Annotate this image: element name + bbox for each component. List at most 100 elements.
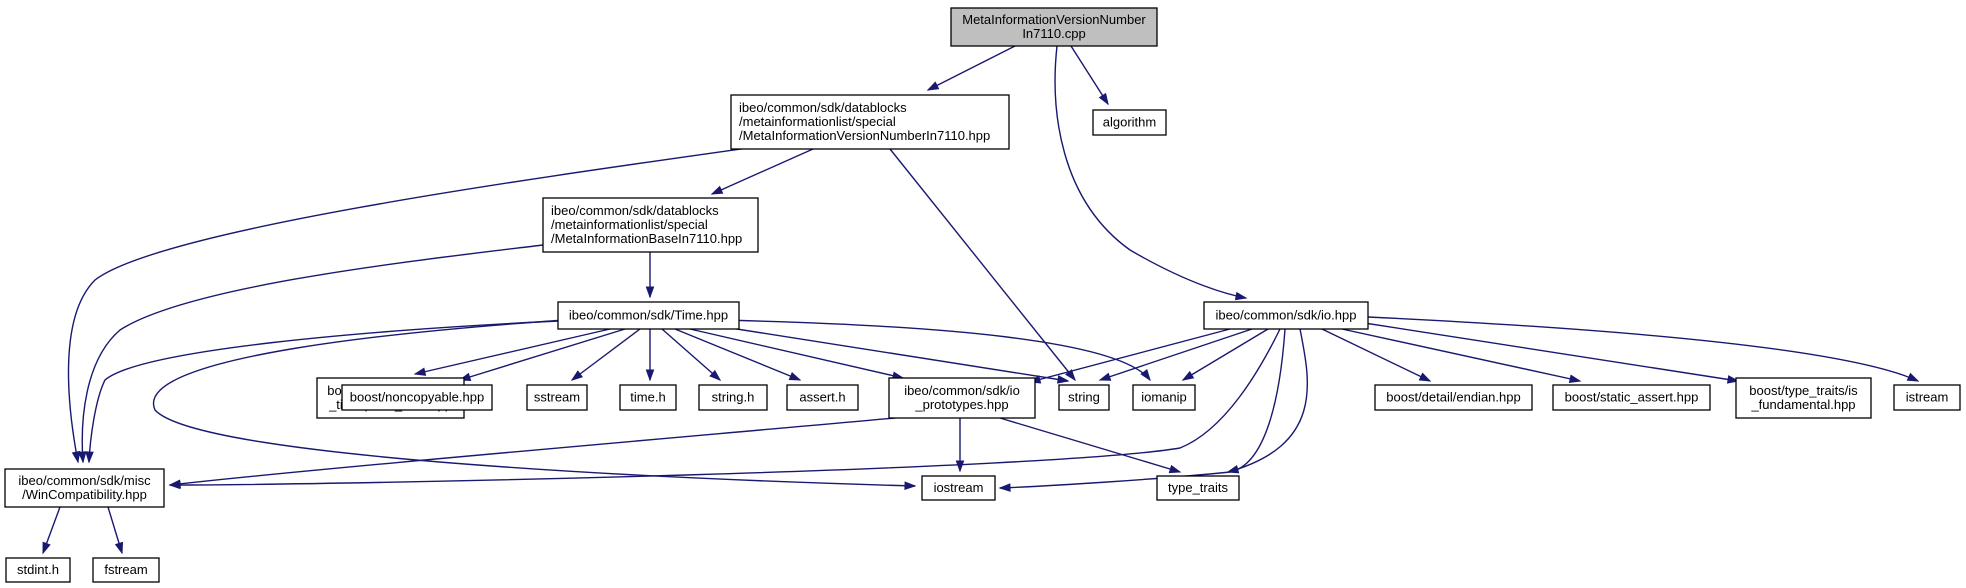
edge-arrowhead [645, 286, 655, 299]
edge-line [1029, 328, 1231, 383]
edge-arrowhead [1140, 369, 1151, 382]
edge-time_hpp-to-io_proto [689, 328, 905, 380]
edge-wincompat-to-stdint [42, 506, 61, 555]
edge-line [661, 328, 721, 381]
node-label-line: ibeo/common/sdk/io [904, 383, 1020, 398]
edge-line [1227, 328, 1309, 473]
edge-arrowhead [42, 541, 51, 555]
edge-time_hpp-to-iostream [152, 319, 917, 491]
node-fstream[interactable]: fstream [92, 557, 160, 583]
edge-arrowhead [570, 370, 583, 381]
node-box [888, 377, 1036, 419]
nodes-layer: MetaInformationVersionNumberIn7110.cpp ib… [4, 7, 1961, 583]
edge-line [1054, 45, 1247, 299]
node-noncopyable[interactable]: boost/noncopyable.hpp [341, 384, 493, 411]
node-time-hpp[interactable]: ibeo/common/sdk/Time.hpp [557, 301, 740, 330]
edge-arrowhead [1906, 372, 1920, 382]
edge-arrowhead [788, 372, 802, 381]
node-box [542, 197, 759, 253]
node-label-line: /MetaInformationVersionNumberIn7110.hpp [739, 128, 990, 143]
node-endian[interactable]: boost/detail/endian.hpp [1374, 384, 1533, 411]
edge-line [999, 417, 1181, 473]
edge-vn_hpp-to-string [889, 148, 1076, 382]
edge-io_hpp-to-io_proto [1028, 328, 1231, 384]
node-label-line: ibeo/common/sdk/io.hpp [1216, 308, 1357, 323]
node-io-proto[interactable]: ibeo/common/sdk/io_prototypes.hpp [888, 377, 1036, 419]
node-istream[interactable]: istream [1893, 384, 1961, 411]
edge-arrowhead [709, 369, 722, 381]
edge-time_hpp-to-time_h [645, 329, 655, 382]
node-root[interactable]: MetaInformationVersionNumberIn7110.cpp [950, 7, 1158, 47]
node-label-line: iomanip [1141, 390, 1187, 405]
node-is-fund[interactable]: boost/type_traits/is_fundamental.hpp [1735, 377, 1872, 419]
node-io-hpp[interactable]: ibeo/common/sdk/io.hpp [1203, 301, 1369, 330]
node-label-line: /MetaInformationBaseIn7110.hpp [551, 231, 742, 246]
edge-root-to-algorithm [1070, 45, 1109, 106]
edge-vn_hpp-to-wincompat [67, 145, 763, 464]
edge-arrowhead [955, 460, 965, 473]
node-box [557, 301, 740, 330]
node-box [698, 384, 768, 411]
edge-line [1321, 328, 1431, 382]
node-box [1058, 384, 1110, 411]
edge-arrowhead [85, 451, 94, 464]
node-label-line: istream [1906, 390, 1949, 405]
edge-root-to-vn_hpp [926, 45, 1016, 91]
edge-arrowhead [1168, 464, 1182, 474]
edge-line [1182, 328, 1269, 381]
edge-root-to-io_hpp [1054, 45, 1248, 301]
node-time-h[interactable]: time.h [619, 384, 677, 411]
edge-time_hpp-to-assert_h [674, 328, 802, 381]
node-wincompat[interactable]: ibeo/common/sdk/misc/WinCompatibility.hp… [4, 468, 165, 508]
node-label-line: boost/type_traits/is [1749, 383, 1858, 398]
edge-line [889, 148, 1076, 381]
node-type-traits[interactable]: type_traits [1156, 475, 1240, 501]
node-label-line: string [1068, 390, 1100, 405]
edge-arrowhead [926, 81, 940, 91]
node-stdint[interactable]: stdint.h [5, 557, 71, 583]
edge-arrowhead [168, 479, 181, 489]
node-label-line: time.h [630, 390, 665, 405]
node-label-line: ibeo/common/sdk/misc [18, 473, 151, 488]
edge-arrowhead [645, 369, 655, 382]
edge-arrowhead [1056, 375, 1070, 384]
edge-line [81, 244, 544, 463]
node-label-line: In7110.cpp [1022, 26, 1085, 41]
node-label-line: stdint.h [17, 562, 59, 577]
node-string[interactable]: string [1058, 384, 1110, 411]
edge-line [169, 328, 1281, 486]
node-algorithm[interactable]: algorithm [1092, 109, 1167, 136]
edge-line [152, 319, 916, 487]
node-iostream[interactable]: iostream [921, 475, 996, 501]
edge-io_hpp-to-istream [1367, 316, 1920, 382]
edge-base_hpp-to-wincompat [77, 244, 544, 464]
node-base-hpp[interactable]: ibeo/common/sdk/datablocks/metainformati… [542, 197, 759, 253]
node-box [1893, 384, 1961, 411]
node-static-assert[interactable]: boost/static_assert.hpp [1552, 384, 1711, 411]
node-string-h[interactable]: string.h [698, 384, 768, 411]
edge-arrowhead [413, 367, 427, 376]
node-box [341, 384, 493, 411]
node-sstream[interactable]: sstream [526, 384, 588, 411]
edge-io_hpp-to-type_traits [1226, 328, 1309, 474]
node-assert-h[interactable]: assert.h [786, 384, 859, 411]
node-label-line: ibeo/common/sdk/datablocks [551, 203, 719, 218]
node-iomanip[interactable]: iomanip [1132, 384, 1196, 411]
node-label-line: assert.h [799, 390, 845, 405]
node-label-line: boost/static_assert.hpp [1565, 390, 1699, 405]
node-box [950, 7, 1158, 47]
edge-base_hpp-to-time_hpp [645, 252, 655, 299]
edge-line [689, 328, 904, 379]
edge-arrowhead [1098, 372, 1112, 381]
edge-arrowhead [71, 450, 81, 464]
node-label-line: _fundamental.hpp [1750, 397, 1855, 412]
edge-io_proto-to-iostream [955, 418, 965, 473]
node-vn-hpp[interactable]: ibeo/common/sdk/datablocks/metainformati… [730, 94, 1010, 150]
edge-arrowhead [1226, 465, 1240, 474]
edge-time_hpp-to-string_h [661, 328, 722, 381]
node-box [1203, 301, 1369, 330]
node-label-line: _prototypes.hpp [914, 397, 1008, 412]
edge-wincompat-to-fstream [107, 506, 124, 555]
edge-arrowhead [1568, 374, 1582, 383]
